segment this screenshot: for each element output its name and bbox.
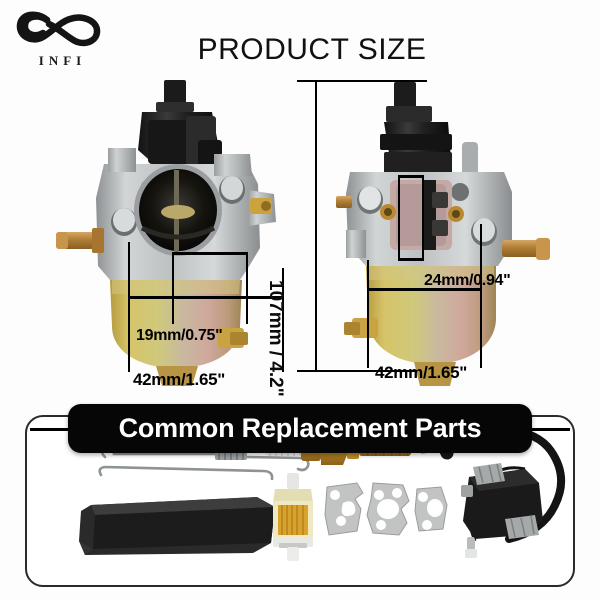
rule-19mm-left-tick [172,254,174,324]
rule-24mm-left-tick [398,176,400,260]
rule-42mm-right-left-tick [367,260,369,368]
rule-107mm-vertical [315,80,317,372]
rule-107mm-top-tick [297,80,427,82]
banner-title: Common Replacement Parts [118,413,482,443]
ignition-coil-icon [438,422,565,558]
rule-42mm-right-right-tick [480,224,482,368]
fuel-inlet-nipple [502,238,550,260]
rule-19mm-span [172,252,248,255]
rule-19mm-right-tick [246,254,248,324]
page-title: PRODUCT SIZE [197,33,427,66]
rule-42mm-span [128,296,284,299]
rule-24mm-span-bottom [398,258,424,261]
carburetor-front-view [56,80,276,386]
bowl-drain-nut [344,318,378,338]
dimension-label-bowl-42mm-right: 42mm/1.65" [375,363,468,382]
carburetor-rear-view [336,82,550,386]
brand-logo: INFI [10,11,110,74]
choke-lever [164,80,186,106]
rule-24mm-span-top [398,175,424,178]
infinity-icon [16,11,101,47]
gasket-icon [324,482,448,536]
dimension-label-total-height: 107mm / 4.2" [265,280,286,397]
foam-filter-icon [79,497,275,555]
rule-42mm-right-span [367,288,482,291]
vent-tube [462,142,478,180]
dimension-label-bore-19mm: 19mm/0.75" [136,327,223,344]
rule-24mm-right-tick [422,176,424,260]
throttle-shaft [422,180,436,250]
fuel-inlet-nipple [56,228,104,253]
brand-name: INFI [38,53,87,68]
throttle-plate [161,205,195,219]
dimension-label-flange-24mm: 24mm/0.94" [424,272,511,289]
fuel-bowl [110,280,242,368]
fuel-filter-icon [273,473,313,561]
dimension-label-bowl-42mm-left: 42mm/1.65" [133,370,226,389]
replacement-parts-banner: Common Replacement Parts [68,404,532,453]
product-stage: 19mm/0.75" 42mm/1.65" 24mm/0.94" 42mm/1.… [0,72,600,397]
rule-42mm-right-tick [282,268,284,372]
rule-42mm-left-tick [128,242,130,372]
bowl-drain-nut [218,328,248,348]
rule-107mm-bottom-tick [297,370,417,372]
choke-lever [394,82,416,112]
